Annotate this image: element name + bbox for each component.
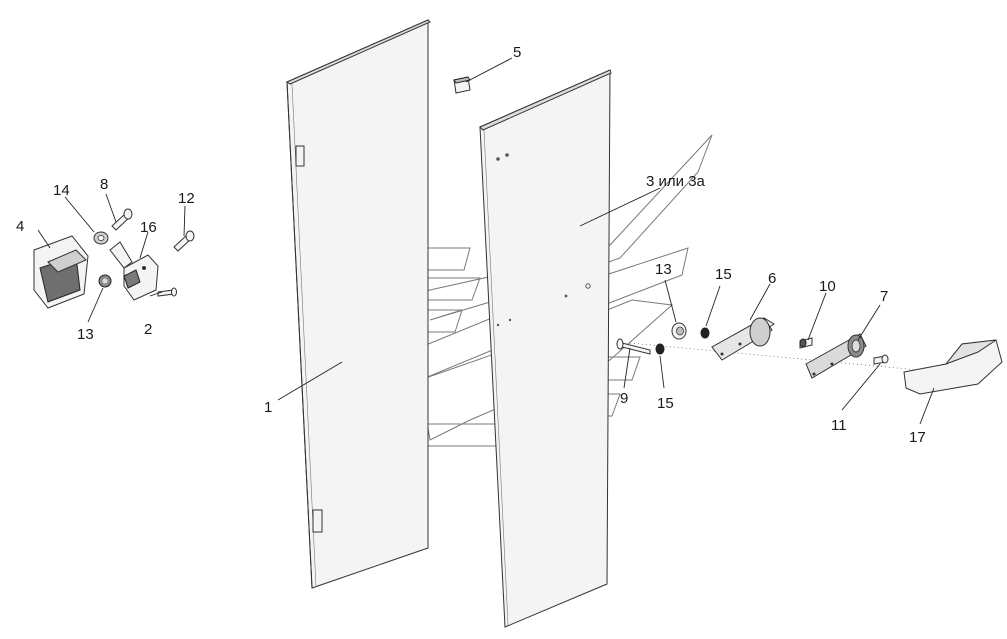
bolt-12 <box>173 230 195 252</box>
label-part-9: 9 <box>620 390 628 407</box>
label-part-3: 3 или 3а <box>646 173 706 190</box>
latch-housing-4 <box>33 235 89 309</box>
nut-13-right <box>671 322 687 340</box>
nut-13-left <box>98 274 112 288</box>
hinge-upper <box>295 145 305 167</box>
latch-lever-16 <box>109 241 159 301</box>
label-part-8: 8 <box>100 176 108 193</box>
door-panel-3 <box>479 69 612 628</box>
block-5 <box>453 76 471 94</box>
callout-labels: 1 2 3 или 3а 4 5 6 7 8 9 10 11 12 13 13 … <box>16 44 926 446</box>
hinge-lower <box>312 509 323 533</box>
pin-11 <box>873 354 889 365</box>
label-part-2: 2 <box>144 321 152 338</box>
handle-17 <box>903 339 1003 395</box>
plate-6 <box>711 317 775 361</box>
washer-14 <box>93 231 109 245</box>
bolt-9 <box>616 338 651 355</box>
label-part-6: 6 <box>768 270 776 287</box>
label-part-16: 16 <box>140 219 157 236</box>
washer-15-upper <box>700 327 710 339</box>
label-part-17: 17 <box>909 429 926 446</box>
label-part-5: 5 <box>513 44 521 61</box>
leader-lines <box>37 57 935 425</box>
label-part-11: 11 <box>831 417 847 434</box>
label-part-1: 1 <box>264 399 272 416</box>
bolt-8 <box>111 208 133 231</box>
label-part-4: 4 <box>16 218 24 235</box>
label-part-13-left: 13 <box>77 326 94 343</box>
pin-2 <box>157 287 177 297</box>
door-panel-1 <box>285 19 431 589</box>
label-part-13-right: 13 <box>655 261 672 278</box>
label-part-15-upper: 15 <box>715 266 732 283</box>
label-part-12: 12 <box>178 190 195 207</box>
label-part-15-lower: 15 <box>657 395 674 412</box>
label-part-14: 14 <box>53 182 70 199</box>
label-part-10: 10 <box>819 278 836 295</box>
screw-10 <box>799 337 813 349</box>
washer-15-lower <box>655 343 665 355</box>
label-part-7: 7 <box>880 288 888 305</box>
plate-7 <box>805 333 867 379</box>
